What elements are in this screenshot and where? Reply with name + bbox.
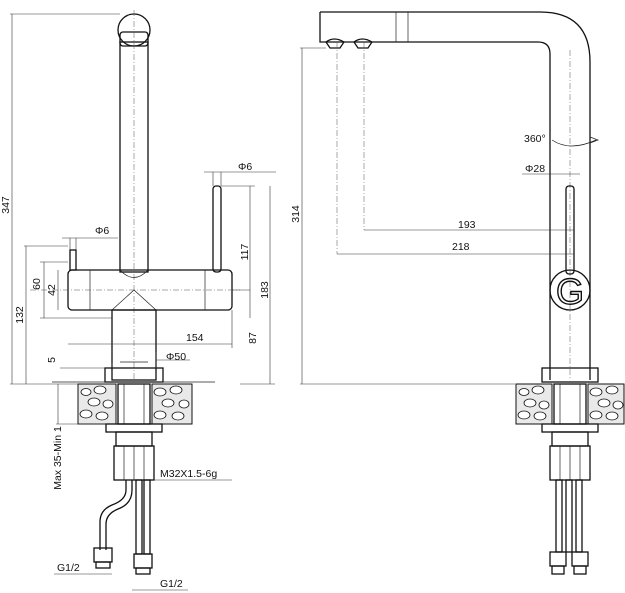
stone-texture-left — [79, 385, 190, 421]
dim-phi50: Φ50 — [166, 351, 186, 363]
brand-logo: G — [556, 271, 584, 312]
dim-60: 60 — [31, 278, 43, 290]
dim-117: 117 — [239, 243, 251, 260]
dim-g12-left: G1/2 — [57, 562, 80, 574]
dim-314: 314 — [290, 205, 302, 223]
dim-132: 132 — [14, 306, 26, 324]
dim-218: 218 — [452, 241, 470, 253]
dim-phi6-left: Φ6 — [95, 225, 109, 237]
dim-phi28: Φ28 — [525, 163, 545, 175]
dim-347: 347 — [0, 196, 12, 214]
side-view: 360° Φ28 G 193 218 314 — [290, 11, 625, 575]
dim-87: 87 — [247, 332, 259, 344]
front-view: 347 132 60 42 5 Φ6 Φ6 117 183 — [0, 10, 276, 591]
dim-phi6-top: Φ6 — [238, 161, 252, 173]
dim-max35-min1: Max 35-Min 1 — [52, 426, 64, 490]
dim-154: 154 — [186, 332, 204, 344]
dim-42: 42 — [46, 284, 58, 296]
dim-m32: M32X1.5-6g — [160, 468, 217, 480]
dim-193: 193 — [458, 219, 476, 231]
dim-360: 360° — [524, 133, 546, 145]
dim-183: 183 — [259, 281, 271, 299]
dim-g12-bottom: G1/2 — [160, 578, 183, 590]
dim-5: 5 — [46, 357, 58, 363]
stone-texture-right — [517, 385, 624, 421]
